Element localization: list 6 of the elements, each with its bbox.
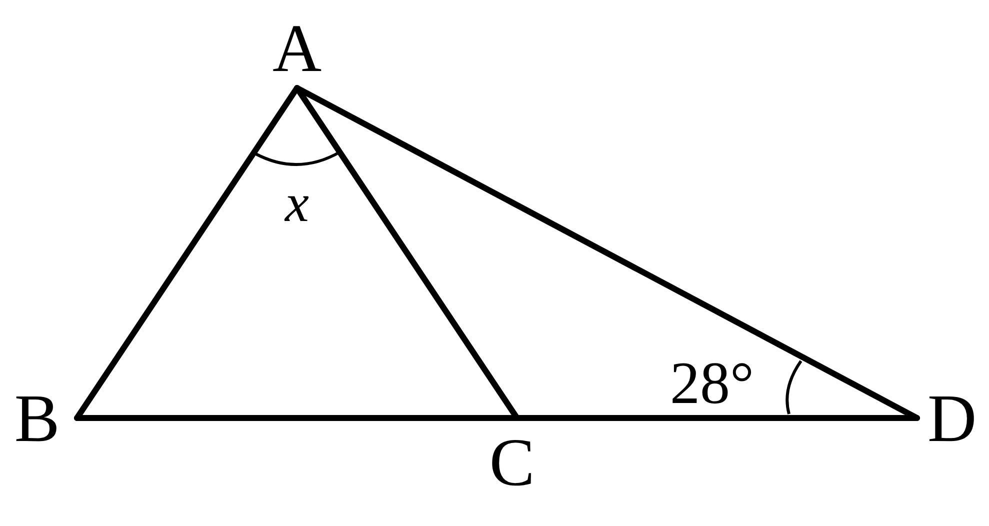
vertex-label: D [927, 384, 977, 452]
angle-label: 28° [670, 353, 754, 413]
angle-label: x [285, 176, 309, 230]
vertex-label: B [14, 384, 60, 452]
vertex-label: C [489, 428, 535, 496]
vertex-label: A [272, 14, 322, 82]
